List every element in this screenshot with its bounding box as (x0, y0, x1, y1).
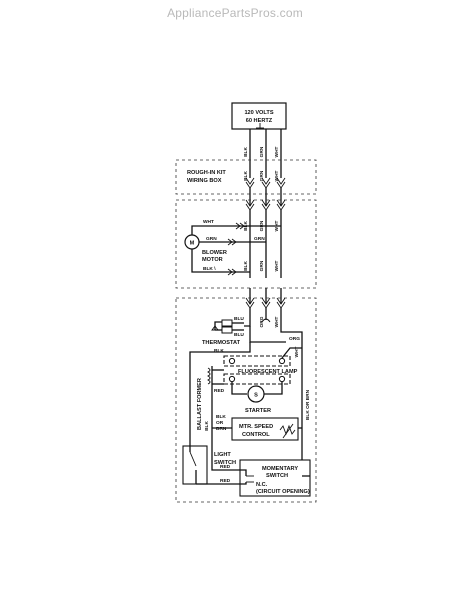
momentary-switch-label-1: MOMENTARY (262, 466, 298, 472)
motor-wire-wht: WHT (203, 219, 214, 225)
blower-motor: M (184, 234, 200, 250)
thermostat-label: THERMOSTAT (202, 340, 241, 346)
starter-label: STARTER (245, 408, 271, 414)
watermark: AppliancePartsPros.com (167, 6, 303, 20)
fluorescent-lamp-label: FLUORESCENT LAMP (238, 369, 298, 375)
wire-label-blk-lower: BLK (204, 421, 210, 431)
rough-in-label-2: WIRING BOX (187, 178, 222, 184)
speed-control-label-2: CONTROL (242, 432, 270, 438)
momentary-switch (239, 459, 311, 497)
or-label-mid: OR (216, 420, 224, 426)
org-wire-label: ORG (289, 336, 300, 342)
starter-symbol: S (254, 393, 258, 399)
light-switch-label-1: LIGHT (214, 452, 231, 458)
power-voltage-label: 120 VOLTS (244, 110, 273, 116)
thermostat (211, 319, 244, 334)
wire-label-wht-ctrl: WHT (274, 316, 280, 327)
light-switch-label-2: SWITCH (214, 460, 236, 466)
wire-label-blk-box: BLK (243, 171, 249, 181)
wire-label-grn-top: GRN (259, 146, 265, 157)
control-section (175, 297, 317, 503)
motor-wire-grn: GRN (206, 236, 217, 242)
motor-symbol: M (190, 241, 195, 247)
blower-motor-label-2: MOTOR (202, 257, 223, 263)
circuit-opening-label: (CIRCUIT OPENING) (256, 489, 310, 495)
blower-motor-label-1: BLOWER (202, 250, 227, 256)
power-frequency-label: 60 HERTZ (246, 118, 273, 124)
motor-wire-blk: BLK \ (203, 266, 216, 272)
speed-control-label-1: MTR. SPEED (239, 424, 273, 430)
thermostat-wire-blu-1: BLU (234, 316, 244, 322)
momentary-switch-label-2: SWITCH (266, 473, 288, 479)
wire-label-grn-box: GRN (259, 170, 265, 181)
red-wire-lower: RED (220, 478, 231, 484)
blk-wire-label-ctrl: BLK (214, 348, 224, 354)
blk-label-mid: BLK (216, 414, 226, 420)
wire-label-wht-top: WHT (274, 146, 280, 157)
thermostat-wire-blu-2: BLU (234, 332, 244, 338)
wire-label-blk-top: BLK (243, 147, 249, 157)
wire-label-wht-right: WHT (294, 346, 300, 357)
red-wire-upper: RED (220, 464, 231, 470)
blk-or-brn-vertical: BLK OR BRN (305, 389, 311, 420)
nc-label: N.C. (256, 482, 268, 488)
light-switch (182, 412, 208, 485)
power-supply-box (231, 102, 287, 130)
rough-in-wiring-box (175, 159, 317, 195)
motor-speed-control (212, 417, 302, 441)
rough-in-label-1: ROUGH-IN KIT (187, 170, 226, 176)
red-wire-lamp: RED (214, 388, 225, 394)
ballast-coil (206, 366, 224, 392)
ballast-label: BALLAST FORMER (197, 378, 203, 430)
wire-label-wht-box: WHT (274, 170, 280, 181)
ground-symbol (256, 123, 264, 129)
motor-wire-grn-right: GRN (254, 236, 265, 242)
fluorescent-lamp (223, 355, 291, 385)
brn-label-mid: BRN (216, 426, 227, 432)
wire-label-grn-motor-low: GRN (259, 260, 265, 271)
wire-label-wht-motor-low: WHT (274, 260, 280, 271)
wire-label-blk-motor-low: BLK (243, 261, 249, 271)
starter: S (231, 382, 283, 403)
